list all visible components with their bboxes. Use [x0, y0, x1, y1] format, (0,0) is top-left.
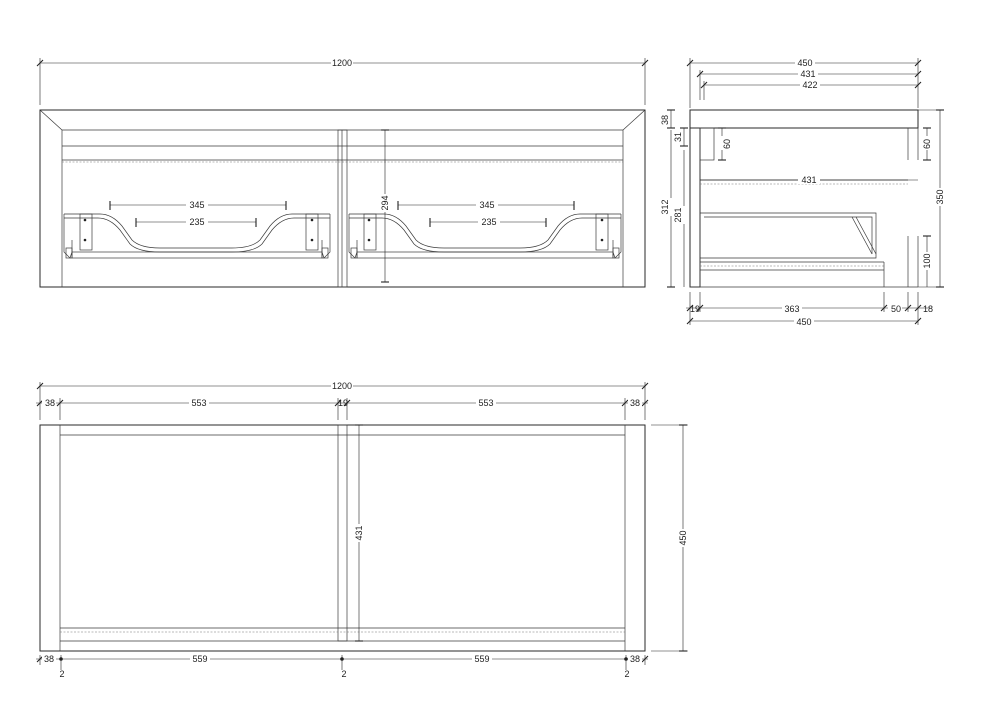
plan-bottom-left-side-label: 38 — [44, 654, 54, 664]
front-height-label: 294 — [380, 195, 390, 210]
plan-inner-depth-label: 431 — [354, 525, 364, 540]
side-rail-height-right-label: 60 — [922, 139, 932, 149]
side-bottom-seg4-label: 18 — [923, 304, 933, 314]
side-top-slab — [689, 109, 919, 129]
plan-left-bay-label: 553 — [191, 398, 206, 408]
left-basin-inner-label: 235 — [189, 217, 204, 227]
plan-center-divider — [337, 424, 348, 642]
side-bottom-overall-label: 450 — [796, 317, 811, 327]
side-rail-offset-label: 31 — [673, 132, 683, 142]
side-depth-top-label: 450 — [797, 58, 812, 68]
side-front-panel — [689, 127, 701, 288]
side-left-dims: 38 312 31 281 60 — [660, 109, 732, 288]
plan-gap-left-label: 2 — [59, 669, 64, 679]
plan-dim-431: 431 — [354, 424, 364, 642]
side-total-height-left-label: 312 — [660, 199, 670, 214]
side-overall-height-label: 350 — [935, 189, 945, 204]
side-top-dims: 450 431 422 — [686, 58, 922, 108]
plan-bottom-right-side-label: 38 — [630, 654, 640, 664]
side-depth-inner-label: 422 — [802, 80, 817, 90]
plan-bottom-left-bay-label: 559 — [192, 654, 207, 664]
plan-cabinet-outline — [39, 424, 646, 652]
front-cabinet-outline — [39, 109, 646, 288]
side-depth-mid-label: 431 — [800, 69, 815, 79]
front-center-divider — [337, 129, 348, 288]
side-top-thickness-label: 38 — [660, 115, 670, 125]
plan-bottom-dims: 38 559 559 38 2 2 2 — [36, 654, 649, 679]
left-basin-outer-label: 345 — [189, 200, 204, 210]
side-inner-height-label: 281 — [673, 207, 683, 222]
plan-gap-right-label: 2 — [624, 669, 629, 679]
left-basin-dims: 345 235 — [109, 200, 287, 227]
side-back-height-label: 100 — [922, 253, 932, 268]
side-bottom-dims: 19 363 50 18 450 — [686, 292, 933, 327]
plan-overall-depth-label: 450 — [678, 530, 688, 545]
front-overall-width-label: 1200 — [332, 58, 352, 68]
right-basin — [348, 213, 622, 259]
front-dim-294: 294 — [380, 129, 390, 283]
plan-overall-width-label: 1200 — [332, 381, 352, 391]
right-basin-inner-label: 235 — [481, 217, 496, 227]
plan-right-bay-label: 553 — [478, 398, 493, 408]
side-bottom-seg2-label: 363 — [784, 304, 799, 314]
side-drawer — [700, 212, 885, 287]
side-drawer-depth-label: 431 — [801, 175, 816, 185]
side-bottom-seg3-label: 50 — [891, 304, 901, 314]
plan-dim-1200: 1200 — [36, 381, 649, 420]
side-bottom-seg1-label: 19 — [690, 304, 700, 314]
right-basin-dims: 345 235 — [397, 200, 575, 227]
side-view: 450 431 422 — [660, 58, 945, 327]
plan-top-segment-dims: 38 553 19 553 38 — [36, 398, 649, 420]
plan-right-side-label: 38 — [630, 398, 640, 408]
plan-dim-450: 450 — [651, 424, 688, 652]
plan-gap-center-label: 2 — [341, 669, 346, 679]
side-right-dims: 60 350 100 — [918, 109, 945, 288]
plan-view: 1200 38 553 19 553 38 — [36, 381, 688, 679]
plan-divider-label: 19 — [338, 398, 348, 408]
front-view: 1200 — [36, 58, 649, 288]
side-dim-431: 431 — [700, 175, 918, 185]
left-basin — [63, 213, 331, 259]
right-basin-outer-label: 345 — [479, 200, 494, 210]
plan-bottom-right-bay-label: 559 — [474, 654, 489, 664]
front-dim-1200: 1200 — [36, 58, 649, 105]
plan-left-side-label: 38 — [45, 398, 55, 408]
side-rail-height-left-label: 60 — [722, 139, 732, 149]
